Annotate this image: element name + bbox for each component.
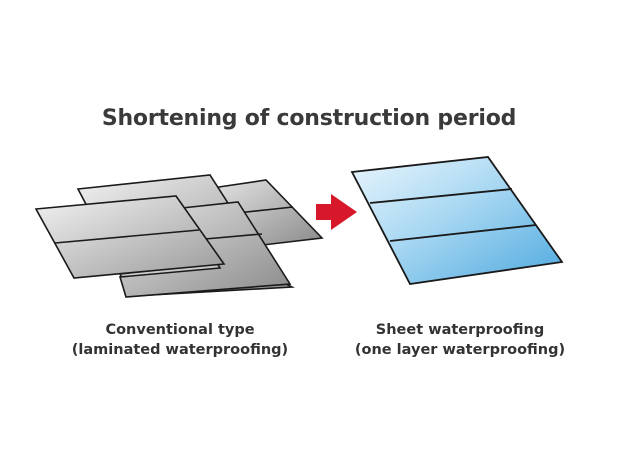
conventional-type-label: Conventional type (105, 322, 255, 338)
sheet-waterproofing-label: Sheet waterproofing (375, 322, 545, 338)
sheet-waterproofing-sublabel: (one layer waterproofing) (354, 342, 566, 358)
conventional-type-caption: Conventional type (laminated waterproofi… (40, 320, 320, 360)
conventional-type-sublabel: (laminated waterproofing) (71, 342, 289, 358)
sheet-waterproofing-caption: Sheet waterproofing (one layer waterproo… (320, 320, 600, 360)
sheet-one-layer (350, 156, 564, 285)
right-arrow-icon (316, 194, 357, 230)
conventional-laminated-layers (34, 174, 324, 298)
laminate-sheet-front (34, 195, 226, 279)
diagram-title: Shortening of construction period (101, 106, 517, 131)
